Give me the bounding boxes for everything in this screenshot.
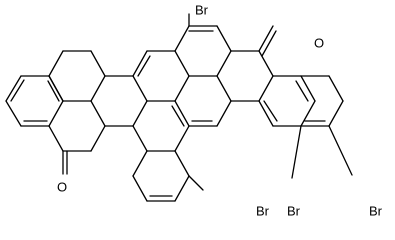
bromine-label-bottom-right: Br [287, 203, 301, 218]
bromine-label-top: Br [195, 2, 209, 17]
bromine-label-bottom-center: Br [256, 203, 270, 218]
bromine-label-far-right: Br [369, 203, 383, 218]
oxygen-label-left: O [57, 179, 67, 194]
chemical-structure-diagram: Br O O Br Br Br [5, 2, 383, 218]
oxygen-label-right: O [314, 35, 324, 50]
bond-skeleton [5, 13, 353, 202]
